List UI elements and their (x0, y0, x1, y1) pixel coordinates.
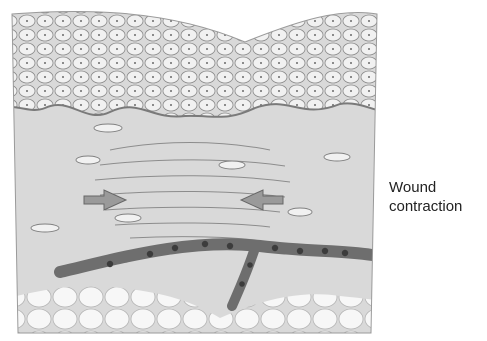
wound-contraction-label-line1: Wound (389, 179, 436, 197)
wound-contraction-label-line2: contraction (389, 198, 462, 216)
epidermis (0, 0, 400, 117)
